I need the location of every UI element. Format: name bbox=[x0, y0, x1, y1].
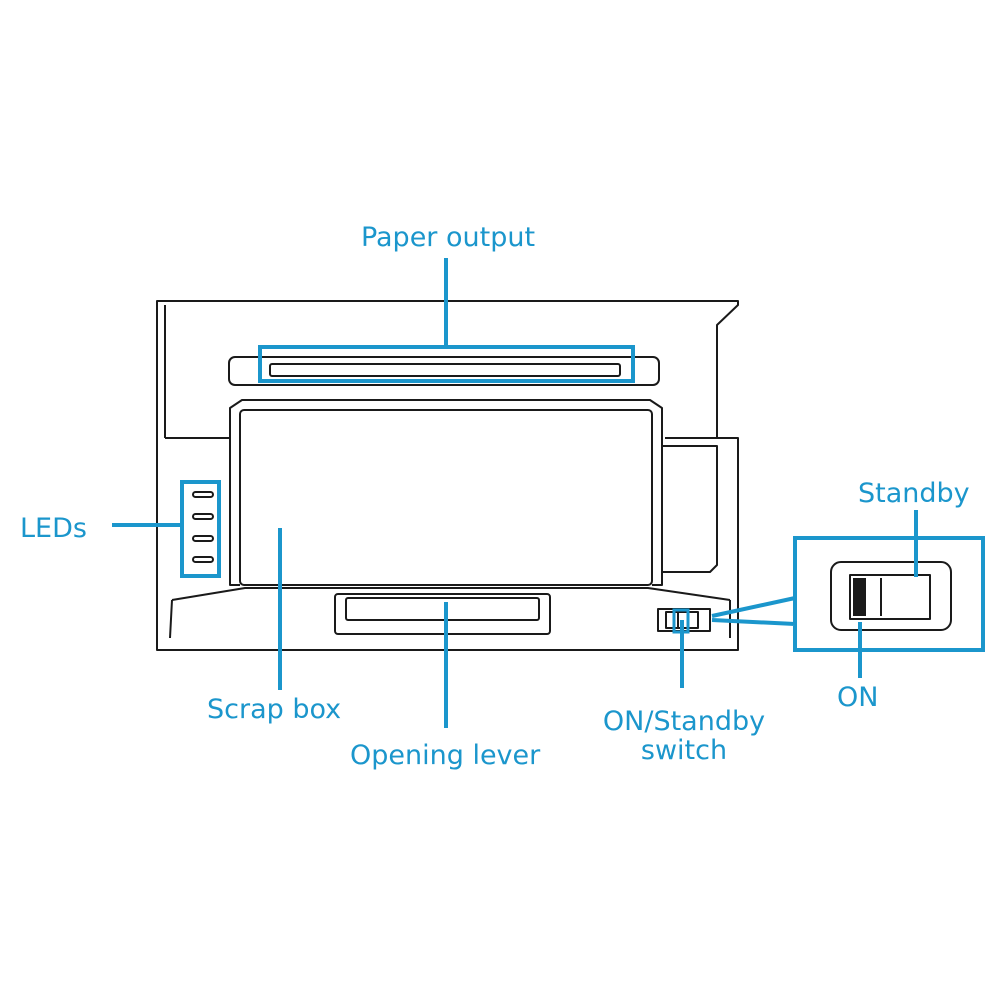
label-paper-output: Paper output bbox=[360, 222, 536, 253]
switch-detail-rocker-fill bbox=[853, 578, 866, 616]
paper-output-opening bbox=[269, 363, 621, 377]
scrap-box-panel bbox=[239, 409, 653, 586]
led-1 bbox=[192, 491, 214, 498]
opening-lever-outer bbox=[334, 593, 551, 635]
label-opening-lever: Opening lever bbox=[350, 740, 541, 771]
scrap-box-cover bbox=[229, 399, 663, 440]
switch-highlight-small bbox=[672, 608, 690, 634]
led-3 bbox=[192, 535, 214, 542]
lower-housing-right bbox=[662, 445, 718, 573]
lower-base bbox=[171, 587, 731, 601]
label-scrap-box: Scrap box bbox=[207, 694, 342, 725]
label-on: ON bbox=[837, 682, 879, 713]
label-leds: LEDs bbox=[20, 513, 87, 544]
switch-detail-rocker bbox=[849, 574, 931, 620]
scrap-box-frame bbox=[229, 440, 663, 586]
label-switch-line1: ON/Standby bbox=[602, 706, 766, 737]
label-standby: Standby bbox=[858, 478, 970, 509]
leds-highlight bbox=[180, 480, 221, 578]
paper-output-slot bbox=[228, 356, 660, 386]
label-switch-line2: switch bbox=[640, 735, 728, 766]
opening-lever-inner bbox=[345, 597, 540, 621]
printer-body-inner-edge bbox=[164, 305, 730, 439]
switch-zoom-frame bbox=[711, 536, 985, 652]
switch-detail-housing bbox=[830, 561, 952, 631]
led-4 bbox=[192, 556, 214, 563]
led-2 bbox=[192, 513, 214, 520]
